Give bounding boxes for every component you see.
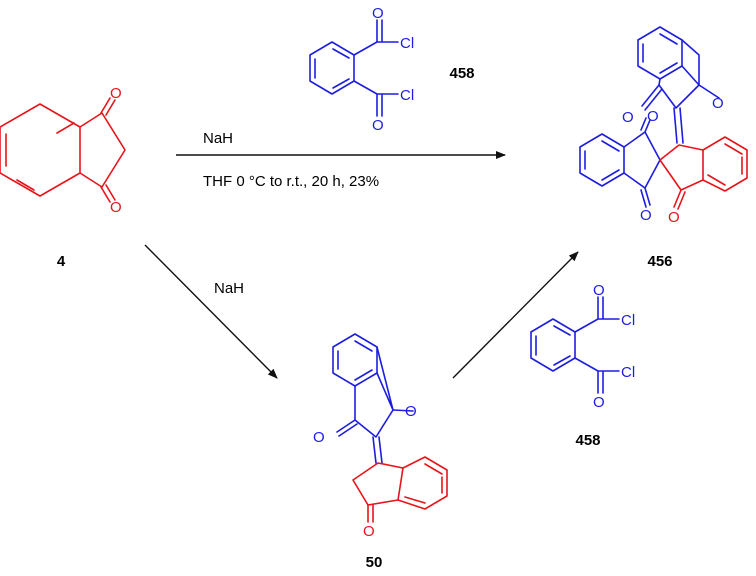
acyl-bonds — [353, 19, 399, 117]
exocyclic-double-bond — [673, 107, 684, 144]
top-conditions-text: THF 0 °C to r.t., 20 h, 23% — [203, 173, 379, 190]
exocyclic-double-bond — [372, 436, 383, 464]
carbonyl-bond-red — [367, 504, 374, 523]
oxygen-atom: O — [712, 95, 724, 112]
oxygen-atom: O — [372, 117, 384, 134]
oxygen-atom: O — [622, 109, 634, 126]
oxygen-atom: O — [593, 394, 605, 411]
aromatic-double-bonds — [404, 463, 443, 504]
aromatic-double-bonds — [314, 48, 350, 89]
carbonyl-bonds — [100, 97, 116, 203]
reagent-458-bottom-structure: O Cl Cl O — [530, 282, 635, 411]
five-membered-ring-upper — [354, 346, 394, 438]
reaction-arrow-up — [452, 251, 579, 379]
benzene-ring — [0, 103, 81, 197]
five-membered-ring-left — [623, 131, 661, 189]
oxygen-atom: O — [593, 282, 605, 299]
reagent-458-bottom-label: 458 — [575, 432, 600, 449]
oxygen-atom: O — [640, 207, 652, 224]
benzene-ring — [530, 318, 576, 372]
reagent-458-top-structure: O Cl Cl O — [309, 5, 414, 134]
compound-456-label: 456 — [647, 253, 672, 270]
diagonal-reagent-text: NaH — [214, 280, 244, 297]
benzene-ring-right — [702, 136, 748, 192]
reaction-arrow-down — [144, 244, 278, 379]
oxygen-atom: O — [363, 523, 375, 540]
chlorine-atom: Cl — [621, 312, 635, 329]
compound-4-structure: O O — [0, 85, 126, 216]
chlorine-atom: Cl — [400, 87, 414, 104]
carbonyl-bond-red — [673, 189, 686, 210]
aromatic-double-bonds — [707, 143, 743, 186]
compound-456-structure: O O O O O — [579, 26, 748, 226]
aromatic-double-bonds — [535, 325, 571, 366]
compound-4-label: 4 — [57, 253, 66, 270]
acyl-bonds — [574, 296, 620, 394]
carbonyl-bonds-left — [640, 117, 651, 208]
oxygen-atom-top: O — [110, 85, 122, 102]
oxygen-atom: O — [372, 5, 384, 22]
oxygen-atom: O — [668, 209, 680, 226]
aromatic-double-bonds — [642, 33, 678, 74]
benzene-ring — [309, 41, 355, 95]
oxygen-atom: O — [647, 108, 659, 125]
oxygen-atom-bottom: O — [110, 199, 122, 216]
reagent-458-top-label: 458 — [449, 65, 474, 82]
five-membered-ring-upper — [658, 39, 700, 109]
compound-50-structure: O O O — [313, 333, 448, 540]
top-reagent-text: NaH — [203, 130, 233, 147]
oxygen-atom: O — [313, 429, 325, 446]
five-membered-ring-right — [659, 144, 704, 191]
aromatic-double-bonds — [5, 122, 75, 191]
chlorine-atom: Cl — [400, 35, 414, 52]
chlorine-atom: Cl — [621, 364, 635, 381]
benzene-ring-red — [397, 456, 448, 510]
compound-50-label: 50 — [366, 554, 383, 571]
aromatic-double-bonds — [584, 140, 620, 181]
carbonyl-bonds-upper — [641, 84, 720, 111]
five-membered-ring-red — [352, 462, 404, 506]
oxygen-atom: O — [405, 403, 417, 420]
aromatic-double-bonds — [337, 340, 373, 381]
carbonyl-bonds — [336, 409, 414, 437]
five-membered-ring — [79, 112, 126, 188]
